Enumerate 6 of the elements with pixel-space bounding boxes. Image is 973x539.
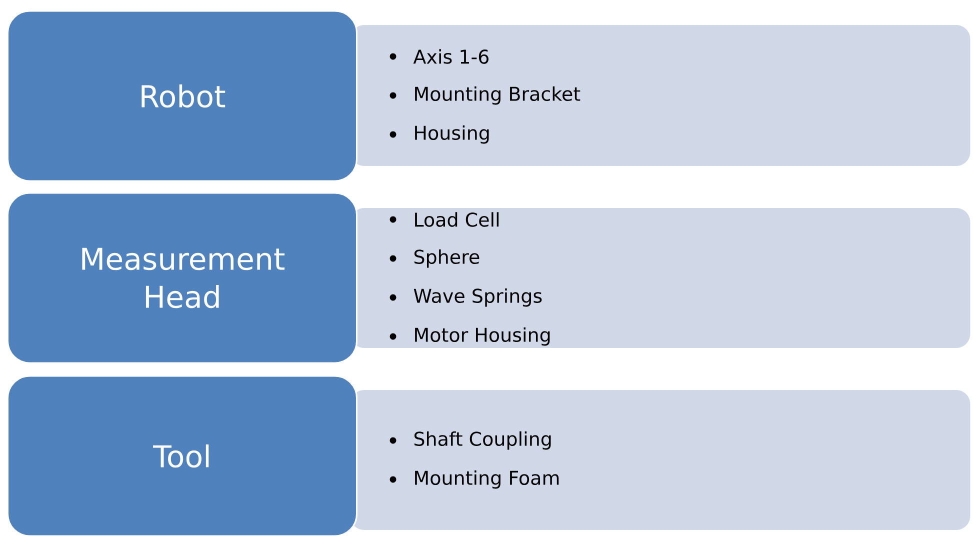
bullet-list-panel: Shaft Coupling Mounting Foam	[350, 390, 970, 530]
bullet-list-panel: Axis 1-6 Mounting Bracket Housing	[350, 25, 970, 166]
category-box: Robot	[7, 10, 358, 182]
category-box: Measurement Head	[7, 192, 358, 364]
bullet-list-panel: Load Cell Sphere Wave Springs Motor Housing	[350, 208, 970, 348]
category-box: Tool	[7, 375, 358, 537]
